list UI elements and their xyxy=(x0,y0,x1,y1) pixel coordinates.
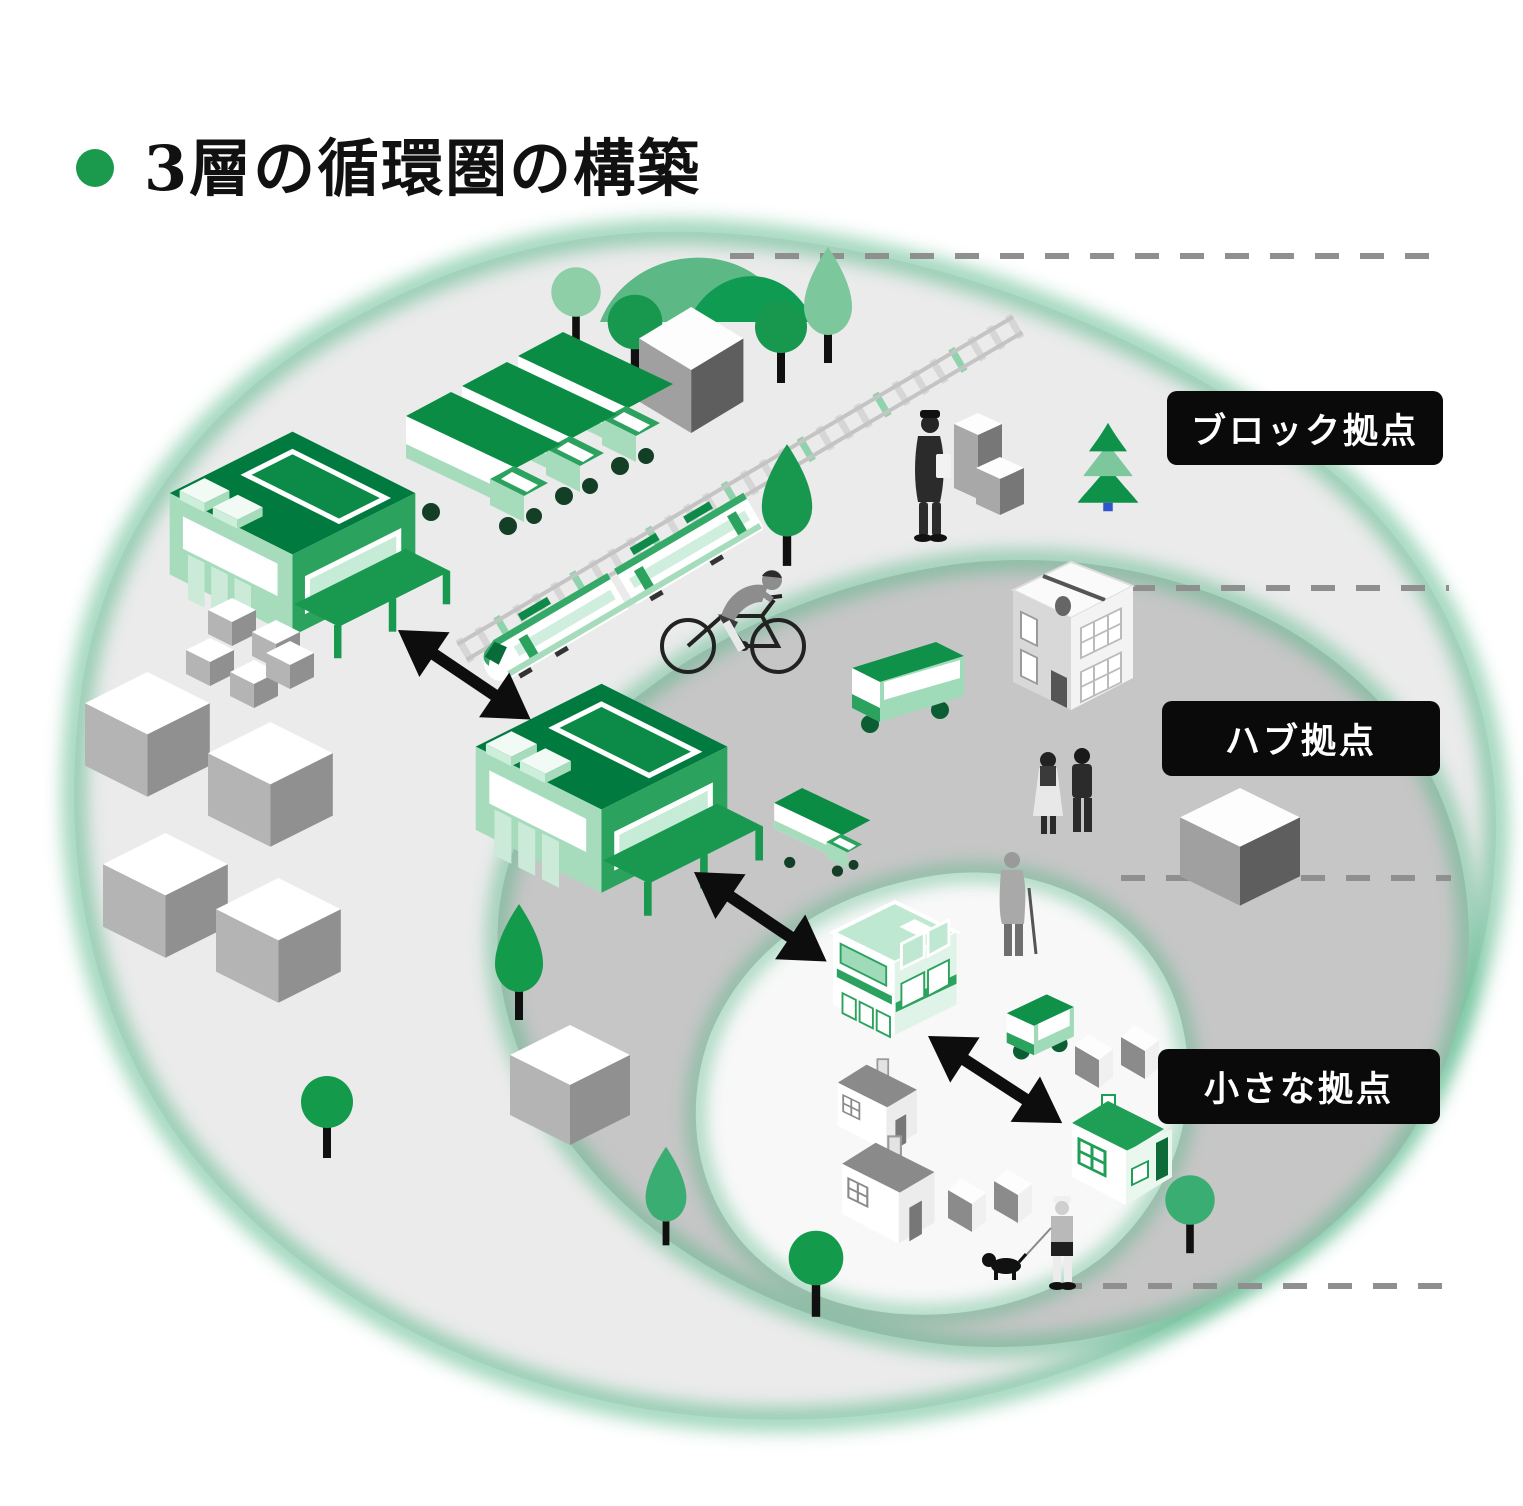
person-with-parcels xyxy=(914,410,951,542)
elderly-person-with-cane xyxy=(999,852,1038,956)
parcel-boxes xyxy=(954,413,1024,515)
title-bullet-icon xyxy=(76,149,114,187)
title-text: 3層の循環圏の構築 xyxy=(144,132,702,205)
page-title: 3層の循環圏の構築 xyxy=(76,118,701,208)
zone-label-small: 小さな拠点 xyxy=(1158,1049,1440,1124)
zone-label-hub: ハブ拠点 xyxy=(1162,701,1440,776)
layer-dashed-lines xyxy=(730,253,1451,1289)
cyclist xyxy=(660,570,806,674)
walking-couple xyxy=(1033,748,1092,834)
zone-label-block: ブロック拠点 xyxy=(1167,391,1443,465)
person-walking-dog xyxy=(982,1196,1076,1290)
green-train xyxy=(483,492,764,681)
